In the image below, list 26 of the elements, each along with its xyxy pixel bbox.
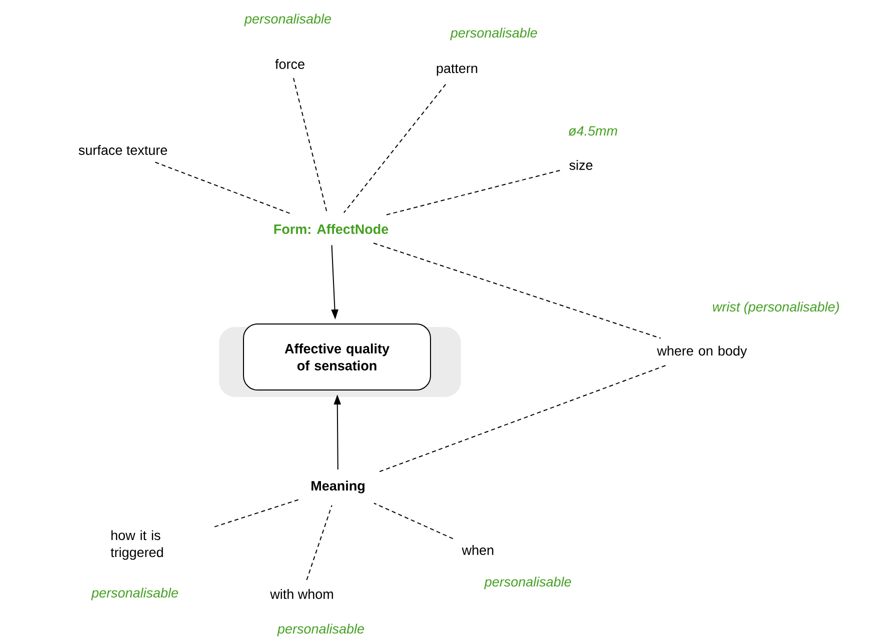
- dashed-line: [373, 242, 662, 339]
- annotation-text: personalisable: [484, 576, 572, 590]
- annotation-text: personalisable: [450, 28, 538, 40]
- annotation-text: personalisable: [91, 588, 178, 600]
- plain-text: with whom: [270, 589, 333, 599]
- dashed-line: [214, 499, 300, 528]
- heading-text: Form: AffectNode: [274, 224, 388, 234]
- dashed-line: [373, 502, 454, 540]
- dashed-line: [306, 504, 332, 580]
- plain-text: pattern: [436, 64, 478, 76]
- annotation-text: personalisable: [244, 14, 332, 26]
- plain-text: surface texture: [78, 145, 168, 155]
- plain-text: how it is triggered: [110, 530, 163, 560]
- annotation-text: wrist (personalisable): [712, 302, 839, 314]
- dashed-line: [376, 365, 666, 473]
- rounded-box: Affective quality of sensation: [243, 324, 431, 390]
- annotation-text: ø4.5mm: [568, 126, 618, 136]
- dashed-line: [343, 84, 446, 214]
- plain-text: when: [462, 545, 494, 555]
- plain-text: force: [275, 59, 304, 69]
- dashed-line: [293, 78, 328, 212]
- dashed-line: [386, 170, 560, 216]
- plain-text: where on body: [656, 346, 747, 358]
- heading-text: Meaning: [312, 480, 364, 494]
- annotation-text: personalisable: [277, 624, 364, 636]
- plain-text: size: [569, 160, 592, 170]
